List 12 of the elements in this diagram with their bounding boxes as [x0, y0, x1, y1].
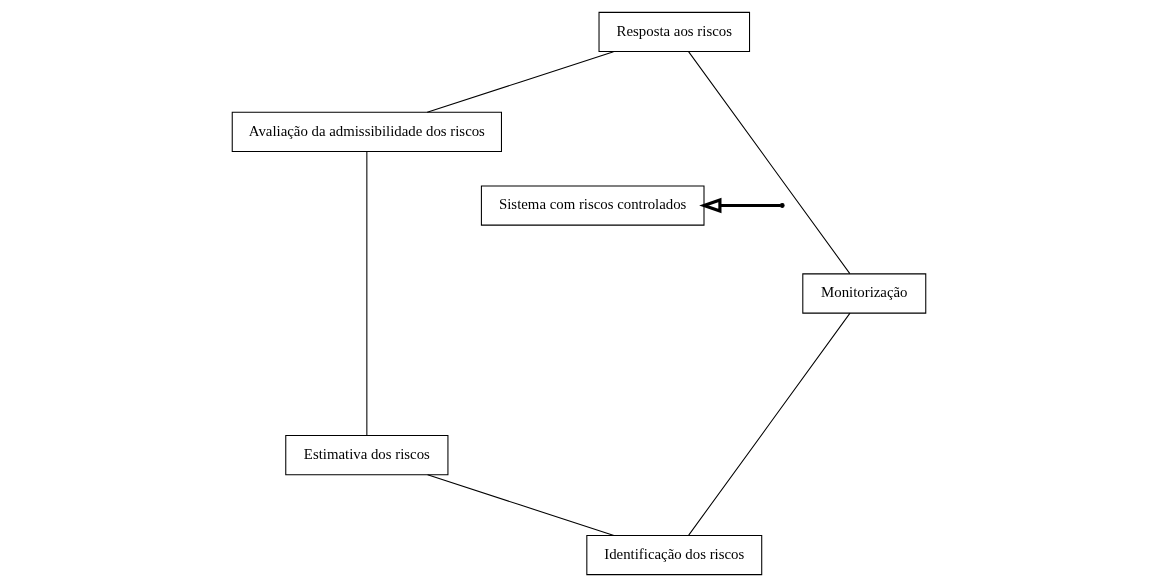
node-box: Identificação dos riscos — [586, 534, 763, 576]
node-box: Sistema com riscos controlados — [480, 185, 705, 226]
connector — [426, 51, 615, 113]
connector — [688, 51, 851, 275]
connector — [366, 151, 368, 436]
arrow — [699, 197, 781, 214]
node-box: Avaliação da admissibilidade dos riscos — [231, 111, 502, 152]
connector — [427, 474, 615, 536]
node-box: Monitorização — [802, 273, 927, 314]
connector — [688, 312, 851, 536]
node-box: Estimativa dos riscos — [285, 435, 449, 476]
node-box: Resposta aos riscos — [598, 11, 751, 53]
